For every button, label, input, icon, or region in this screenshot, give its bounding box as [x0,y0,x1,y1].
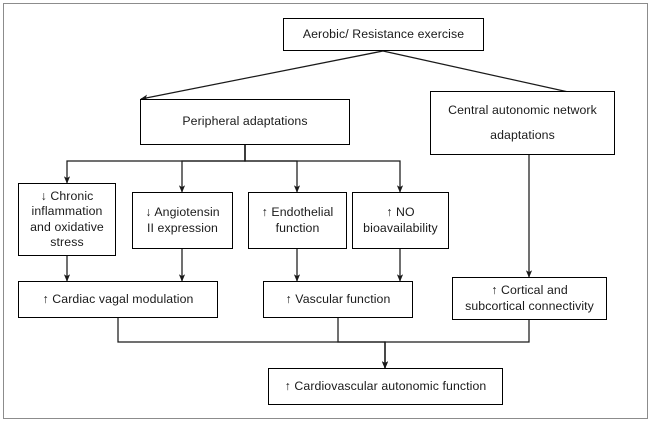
node-endothelial-function-label: ↑ Endothelial function [261,205,334,235]
node-peripheral-adaptations[interactable]: Peripheral adaptations [140,99,350,145]
node-peripheral-adaptations-label: Peripheral adaptations [182,114,308,129]
node-cardiovascular-autonomic-function[interactable]: ↑ Cardiovascular autonomic function [268,368,503,405]
node-angiotensin-ii-expression-label: ↓ Angiotensin II expression [145,205,220,235]
node-cardiac-vagal-modulation[interactable]: ↑ Cardiac vagal modulation [18,281,218,318]
edge-exercise-to-peripheral [140,50,384,101]
node-no-bioavailability-label: ↑ NO bioavailability [363,205,438,235]
node-vascular-function[interactable]: ↑ Vascular function [263,281,413,318]
node-endothelial-function[interactable]: ↑ Endothelial function [248,192,347,249]
node-chronic-inflammation[interactable]: ↓ Chronic inflammation and oxidative str… [18,183,116,256]
node-no-bioavailability[interactable]: ↑ NO bioavailability [352,192,449,249]
node-cortical-subcortical-connectivity[interactable]: ↑ Cortical and subcortical connectivity [452,277,607,320]
figure-border [3,3,648,419]
node-cardiac-vagal-modulation-label: ↑ Cardiac vagal modulation [42,291,194,306]
edge-cortical-to-cv-autonomic [381,320,530,369]
edge-vascular-to-cv-autonomic [337,318,389,369]
node-central-autonomic-network-label: Central autonomic network adaptations [448,103,597,142]
edge-peripheral-to-no [244,145,404,193]
edge-cardiac-vagal-to-cv-autonomic [117,318,389,369]
node-angiotensin-ii-expression[interactable]: ↓ Angiotensin II expression [132,192,233,249]
node-central-autonomic-network[interactable]: Central autonomic network adaptations [430,91,615,155]
edge-peripheral-to-angiotensin [178,145,246,193]
node-cardiovascular-autonomic-function-label: ↑ Cardiovascular autonomic function [284,378,487,393]
node-vascular-function-label: ↑ Vascular function [285,291,391,306]
edge-peripheral-to-endothelial [244,145,301,193]
node-cortical-subcortical-connectivity-label: ↑ Cortical and subcortical connectivity [465,283,594,313]
node-exercise[interactable]: Aerobic/ Resistance exercise [283,18,484,51]
node-chronic-inflammation-label: ↓ Chronic inflammation and oxidative str… [30,188,104,250]
node-exercise-label: Aerobic/ Resistance exercise [302,26,465,41]
edge-peripheral-to-inflammation [63,145,246,184]
